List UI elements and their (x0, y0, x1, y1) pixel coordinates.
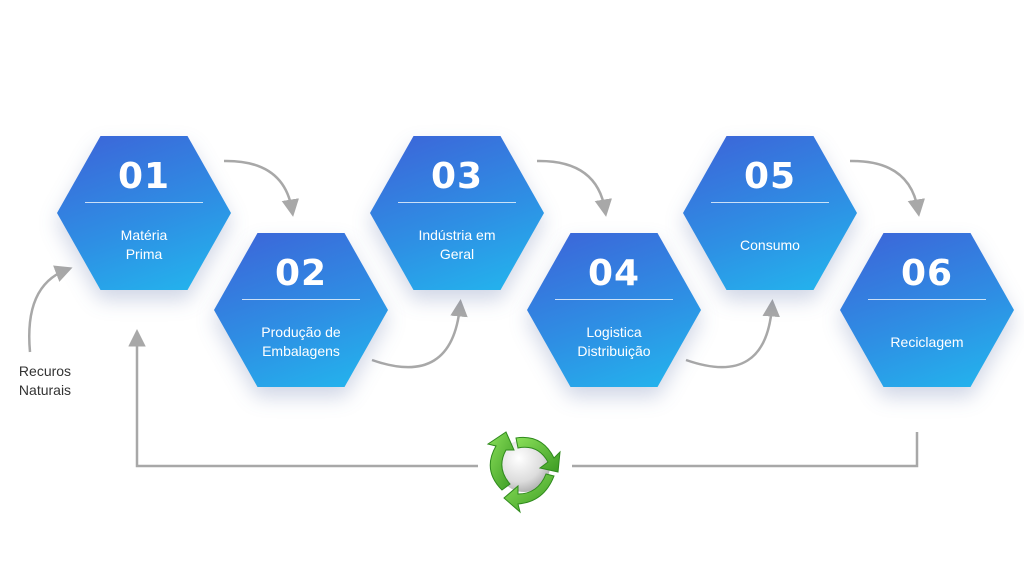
arrow-04-05 (685, 299, 780, 369)
natural-resources-label: Recuros Naturais (18, 363, 72, 398)
step-hexagon-06: 06 Reciclagem (840, 233, 1014, 387)
step-hexagon-02: 02 Produção de Embalagens (214, 233, 388, 387)
arrow-02-03 (371, 299, 468, 369)
step-number: 06 (900, 253, 954, 294)
step-label: Logistica Distribuição (577, 324, 651, 359)
step-divider (85, 202, 203, 203)
step-hexagon-01: 01 Matéria Prima (57, 136, 231, 290)
step-number: 03 (430, 156, 484, 197)
arrow-01-02 (223, 159, 299, 217)
step-label: Reciclagem (890, 334, 964, 350)
arrow-03-04 (536, 159, 612, 217)
recycle-icon (486, 431, 561, 514)
step-label: Indústria em Geral (418, 227, 496, 262)
step-label: Produção de Embalagens (261, 324, 341, 359)
step-number: 01 (117, 156, 171, 197)
step-number: 05 (743, 156, 797, 197)
step-divider (868, 299, 986, 300)
return-loop-arrow (128, 329, 478, 468)
step-number: 04 (587, 253, 641, 294)
step-divider (711, 202, 829, 203)
step-divider (398, 202, 516, 203)
step-divider (242, 299, 360, 300)
step-label: Consumo (740, 237, 800, 253)
arrow-resources-01 (28, 265, 73, 353)
step-hexagon-05: 05 Consumo (683, 136, 857, 290)
return-loop-line (572, 432, 919, 468)
step-hexagon-03: 03 Indústria em Geral (370, 136, 544, 290)
step-divider (555, 299, 673, 300)
step-hexagon-04: 04 Logistica Distribuição (527, 233, 701, 387)
step-number: 02 (274, 253, 328, 294)
arrow-05-06 (849, 159, 925, 217)
step-label: Matéria Prima (120, 227, 168, 262)
